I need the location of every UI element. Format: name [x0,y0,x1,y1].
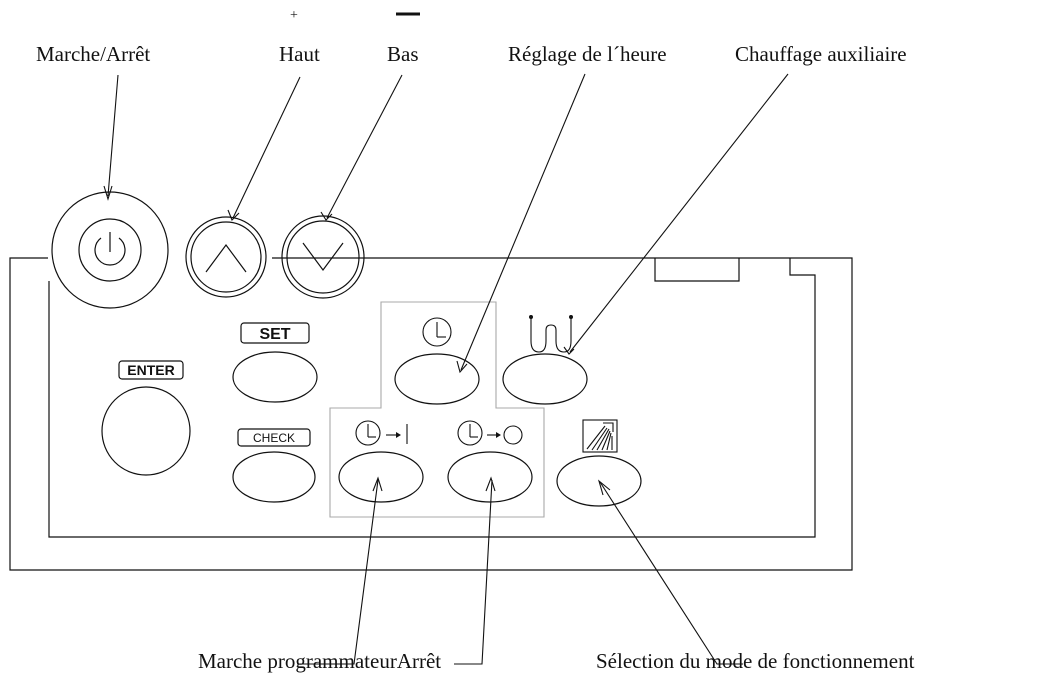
callout-lines [103,73,789,665]
mode-select-key[interactable] [556,419,642,507]
timer-group-frame [329,301,545,518]
timer-off-key[interactable] [447,420,533,503]
timer-on-icon [355,420,408,446]
clock-set-key[interactable] [394,317,480,405]
up-label: Haut [279,42,320,66]
enter-key-label: ENTER [127,362,174,378]
down-button[interactable] [281,215,365,299]
enter-key[interactable]: ENTER [101,360,191,476]
timer-on-off-label: Marche programmateurArrêt [198,649,441,673]
set-key[interactable]: SET [232,322,318,403]
shower-icon [582,419,618,453]
timer-off-icon [457,420,523,446]
set-button[interactable] [232,351,318,403]
set-key-label: SET [259,326,290,343]
enter-button[interactable] [101,386,191,476]
chevron-up-icon [205,243,247,273]
panel-outline [9,257,853,571]
clock-icon [422,317,452,347]
check-button[interactable] [232,451,316,503]
clock-set-label: Réglage de l´heure [508,42,667,66]
clock-set-button[interactable] [394,353,480,405]
power-label: Marche/Arrêt [36,42,150,66]
power-button[interactable] [51,191,169,309]
timer-off-button[interactable] [447,451,533,503]
aux-heating-button[interactable] [502,353,588,405]
aux-heating-key[interactable] [502,315,588,405]
plus-label: + [290,8,298,23]
timer-on-button[interactable] [338,451,424,503]
timer-on-key[interactable] [338,420,424,503]
aux-heating-label: Chauffage auxiliaire [735,42,907,66]
up-button[interactable] [185,216,267,298]
down-label: Bas [387,42,419,66]
mode-select-label: Sélection du mode de fonctionnement [596,649,915,673]
check-key-label: CHECK [253,431,295,445]
heating-element-icon [529,315,573,353]
chevron-down-icon [302,242,344,272]
check-key[interactable]: CHECK [232,428,316,503]
power-icon [94,232,126,266]
mode-select-button[interactable] [556,455,642,507]
